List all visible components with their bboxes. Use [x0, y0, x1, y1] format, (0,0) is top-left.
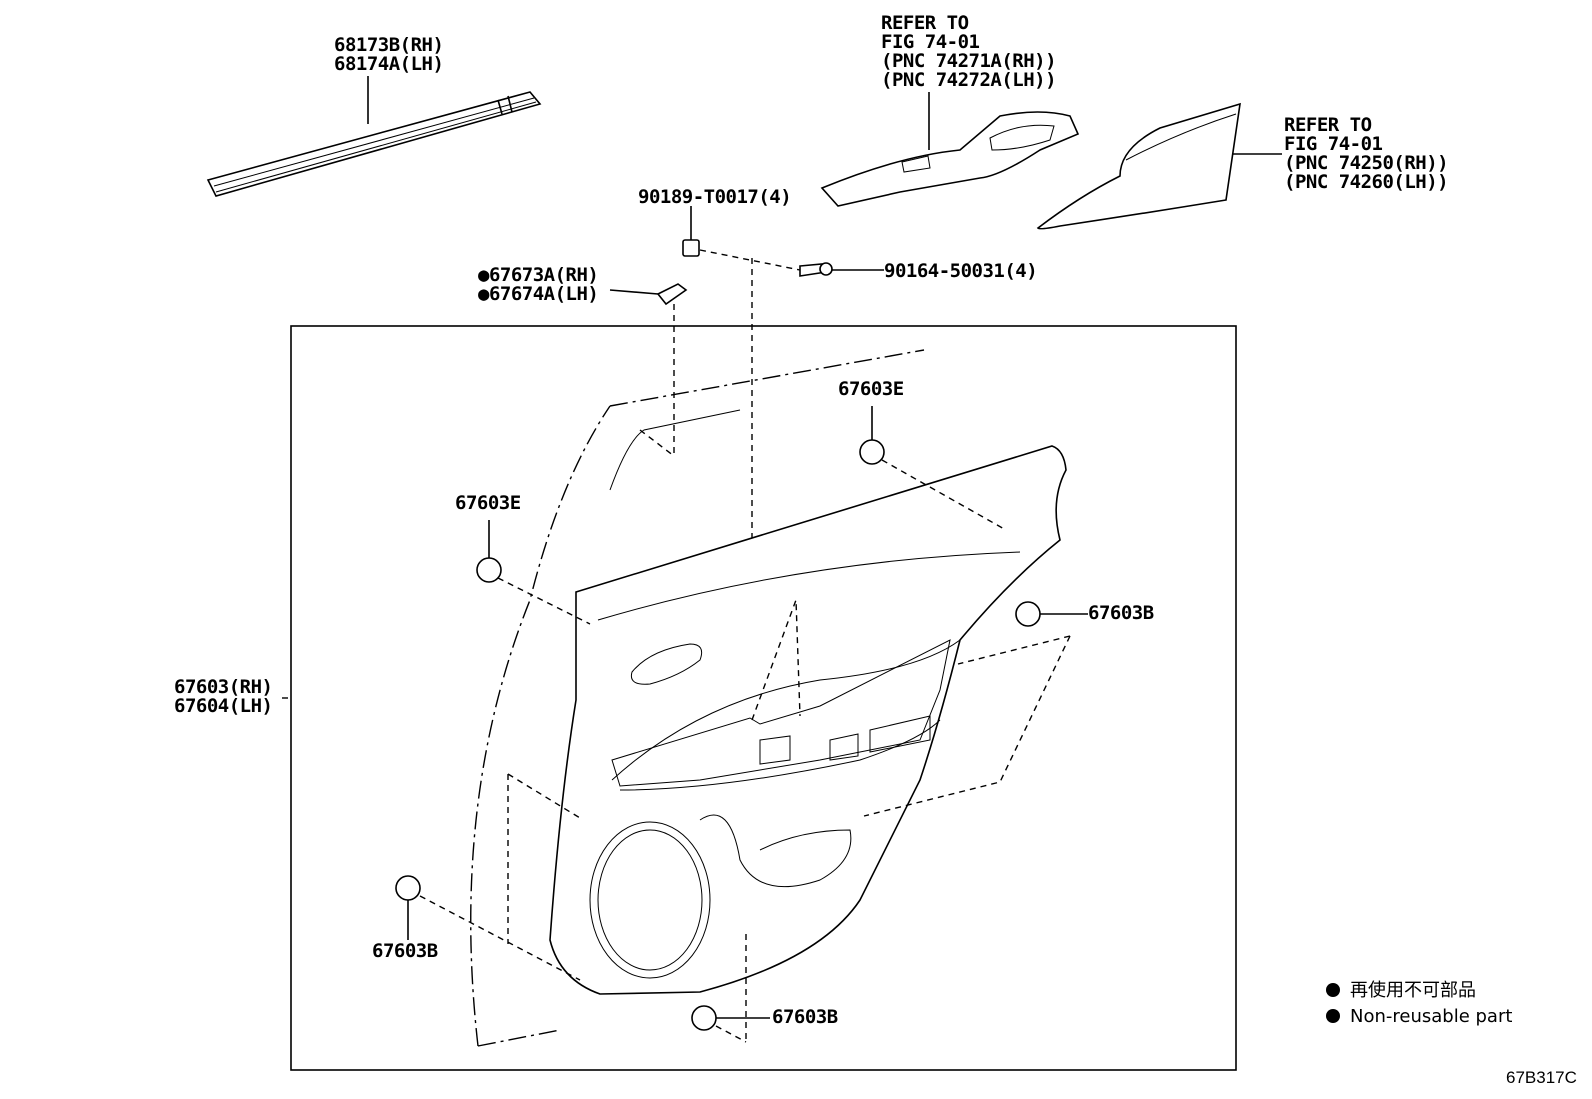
non-reusable-dot-icon: ● [478, 283, 489, 305]
switch-base-ref-label: REFER TO FIG 74-01 (PNC 74271A(RH)) (PNC… [881, 12, 1057, 91]
non-reusable-dot-icon: ● [478, 264, 489, 286]
bracket-rh-text: 67673A(RH) [488, 264, 599, 286]
legend-row-japanese: 再使用不可部品 [1326, 978, 1512, 1004]
clip-e-top-label: 67603E [838, 378, 904, 400]
clip-67603E-left [476, 520, 591, 625]
clip-b-bottom-label: 67603B [772, 1006, 838, 1028]
switch-ref-line-1: REFER TO [881, 12, 969, 34]
clip-67603B-right [863, 601, 1088, 817]
belt-molding-lh: 68174A(LH) [334, 53, 444, 75]
clip-b-left-label: 67603B [372, 940, 438, 962]
armrest-ref-line-1: REFER TO [1284, 114, 1372, 136]
non-reusable-dot-icon [1326, 983, 1340, 997]
armrest-ref-line-4: (PNC 74260(LH)) [1284, 171, 1449, 193]
door-trim-panel [549, 445, 1067, 995]
screw-label: 90164-50031(4) [884, 260, 1038, 282]
assembly-frame [290, 325, 1237, 1071]
belt-molding-part [206, 76, 542, 197]
clip-67603E-top [859, 406, 1007, 531]
armrest-ref-line-3: (PNC 74250(RH)) [1284, 152, 1449, 174]
legend: 再使用不可部品 Non-reusable part [1326, 978, 1512, 1030]
bracket-part [609, 283, 688, 458]
switch-ref-line-2: FIG 74-01 [881, 31, 980, 53]
legend-row-english: Non-reusable part [1326, 1004, 1512, 1030]
switch-ref-line-4: (PNC 74272A(LH)) [881, 69, 1057, 91]
switch-base-part [820, 92, 1080, 207]
non-reusable-dot-icon [1326, 1009, 1340, 1023]
diagram-code: 67B317C [1506, 1068, 1577, 1087]
bracket-label: ●67673A(RH) ●67674A(LH) [478, 264, 599, 305]
clip-e-left-label: 67603E [455, 492, 521, 514]
armrest-part [1036, 102, 1282, 230]
panel-label: 67603(RH) 67604(LH) [174, 676, 273, 717]
legend-japanese-text: 再使用不可部品 [1350, 980, 1476, 1001]
screw-part [799, 262, 884, 277]
panel-lh: 67604(LH) [174, 695, 273, 717]
nut-label: 90189-T0017(4) [638, 186, 792, 208]
armrest-ref-line-2: FIG 74-01 [1284, 133, 1383, 155]
belt-molding-label: 68173B(RH) 68174A(LH) [334, 34, 444, 75]
legend-english-text: Non-reusable part [1350, 1006, 1513, 1027]
switch-ref-line-3: (PNC 74271A(RH)) [881, 50, 1057, 72]
bracket-lh-text: 67674A(LH) [488, 283, 599, 305]
door-outline [470, 349, 925, 1047]
bracket-lh-line: ●67674A(LH) [478, 283, 599, 305]
panel-rh: 67603(RH) [174, 676, 273, 698]
clip-67603B-bottom [691, 934, 770, 1043]
clip-67603B-left [395, 773, 581, 981]
armrest-ref-label: REFER TO FIG 74-01 (PNC 74250(RH)) (PNC … [1284, 114, 1449, 193]
bracket-rh-line: ●67673A(RH) [478, 264, 599, 286]
belt-molding-rh: 68173B(RH) [334, 34, 444, 56]
clip-b-right-label: 67603B [1088, 602, 1154, 624]
